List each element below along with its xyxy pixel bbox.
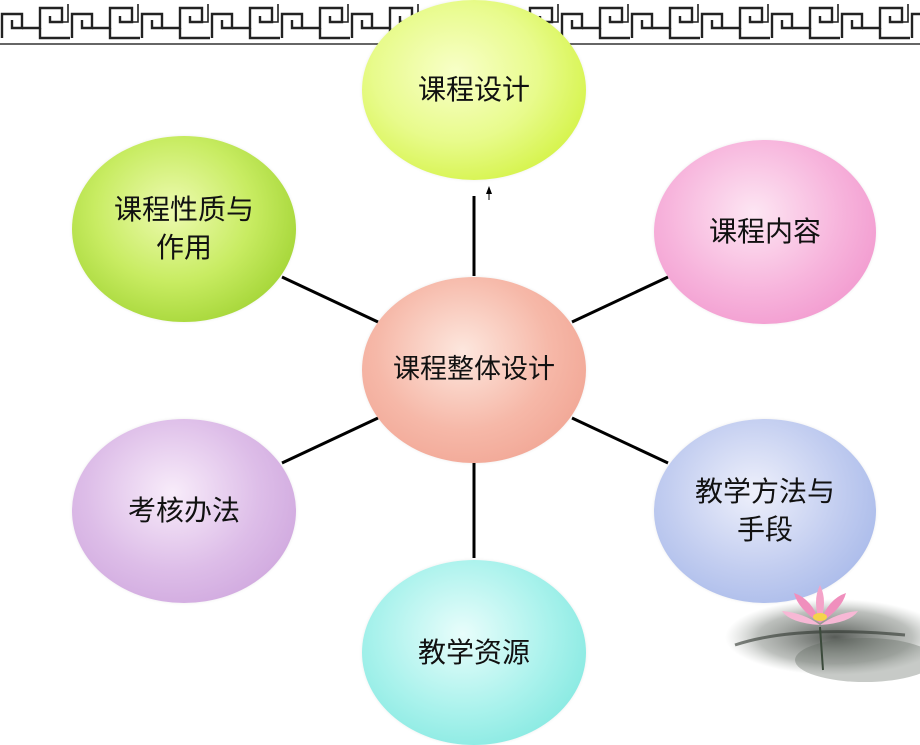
node-teaching-resources: 教学资源 [362, 560, 586, 745]
lotus-painting-icon [725, 585, 920, 682]
node-label: 课程整体设计 [393, 354, 555, 385]
node-teaching-methods: 教学方法与 手段 [654, 419, 876, 603]
connector-bottom-left [281, 416, 379, 465]
connector-bottom-right [571, 416, 669, 465]
node-label: 教学资源 [417, 635, 530, 669]
node-label: 教学方法与 手段 [694, 475, 835, 546]
arrow-head-icon [486, 186, 492, 194]
connector-lines [281, 186, 669, 558]
node-label: 考核办法 [127, 494, 240, 527]
connector-top-left [281, 275, 379, 324]
node-course-design: 课程设计 [362, 0, 586, 180]
connector-top-right [571, 275, 669, 324]
node-label: 课程内容 [708, 215, 821, 248]
node-course-nature: 课程性质与 作用 [72, 136, 296, 322]
node-label: 课程设计 [417, 73, 530, 106]
node-assessment: 考核办法 [72, 419, 296, 603]
node-center-overall-design: 课程整体设计 [362, 277, 586, 463]
node-label: 课程性质与 作用 [113, 193, 254, 264]
node-course-content: 课程内容 [654, 140, 876, 324]
